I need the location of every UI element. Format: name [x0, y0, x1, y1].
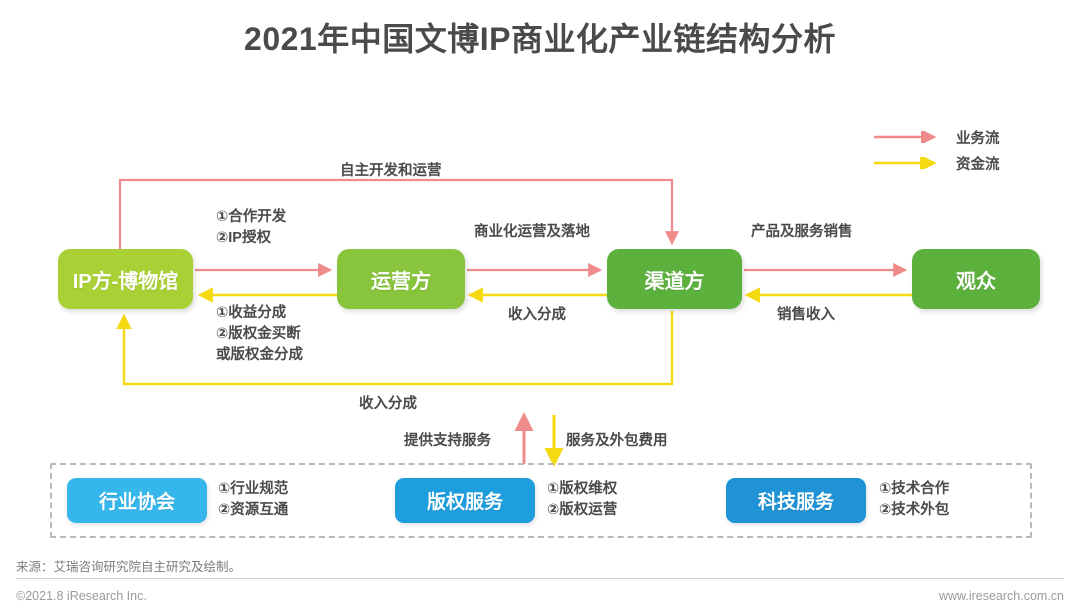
service-items-industry-association: ①行业规范 ②资源互通 [218, 479, 288, 521]
website-link[interactable]: www.iresearch.com.cn [938, 589, 1064, 603]
node-operator[interactable]: 运营方 [337, 249, 465, 309]
page-title: 2021年中国文博IP商业化产业链结构分析 [244, 21, 836, 57]
footer-divider [16, 578, 1064, 579]
label-support-down: 服务及外包费用 [566, 433, 668, 449]
service-box-industry-association[interactable]: 行业协会 [67, 478, 207, 523]
label-channel-to-audience: 产品及服务销售 [751, 224, 853, 240]
service-item: ②版权运营 [547, 502, 618, 518]
label-operator-to-ip-line1: ①收益分成 [216, 305, 287, 321]
service-box-technology-service[interactable]: 科技服务 [726, 478, 866, 523]
label-operator-to-ip-line2: ②版权金买断 [216, 326, 301, 342]
arrow-right-icon [874, 157, 937, 169]
label-self-develop: 自主开发和运营 [340, 163, 442, 179]
legend-item-business-flow: 业务流 [872, 124, 1000, 150]
service-item: ②资源互通 [218, 502, 289, 518]
service-box-copyright-service[interactable]: 版权服务 [395, 478, 535, 523]
flow-channel-to-ip-arrow [116, 311, 674, 386]
service-item: ①版权维权 [547, 481, 618, 497]
support-services-container [50, 463, 1032, 538]
source-note: 来源：艾瑞咨询研究院自主研究及绘制。 [16, 560, 242, 574]
service-item: ①行业规范 [218, 481, 289, 497]
legend-item-capital-flow: 资金流 [872, 150, 1000, 176]
label-ip-to-operator: ①合作开发 ②IP授权 [216, 207, 286, 249]
node-ip-museum[interactable]: IP方-博物馆 [58, 249, 193, 309]
label-support-up: 提供支持服务 [404, 433, 491, 449]
label-operator-to-ip: ①收益分成 ②版权金买断 或版权金分成 [216, 303, 303, 366]
service-item: ②技术外包 [879, 502, 950, 518]
legend-label-business-flow: 业务流 [956, 130, 1000, 147]
label-channel-to-ip: 收入分成 [359, 396, 417, 412]
node-audience[interactable]: 观众 [912, 249, 1040, 309]
label-operator-to-channel: 商业化运营及落地 [474, 224, 590, 240]
label-operator-to-ip-line3: 或版权金分成 [216, 347, 303, 363]
legend-label-capital-flow: 资金流 [956, 156, 1000, 173]
label-ip-to-operator-line2: ②IP授权 [216, 230, 271, 246]
service-items-copyright-service: ①版权维权 ②版权运营 [547, 479, 617, 521]
copyright-note: ©2021.8 iResearch Inc. [16, 589, 147, 603]
label-audience-to-channel: 销售收入 [777, 307, 835, 323]
label-ip-to-operator-line1: ①合作开发 [216, 209, 287, 225]
service-item: ①技术合作 [879, 481, 950, 497]
node-channel[interactable]: 渠道方 [607, 249, 742, 309]
service-items-technology-service: ①技术合作 ②技术外包 [879, 479, 949, 521]
legend: 业务流 资金流 [872, 124, 1000, 176]
arrow-right-icon [874, 131, 937, 143]
label-channel-to-operator: 收入分成 [508, 307, 566, 323]
